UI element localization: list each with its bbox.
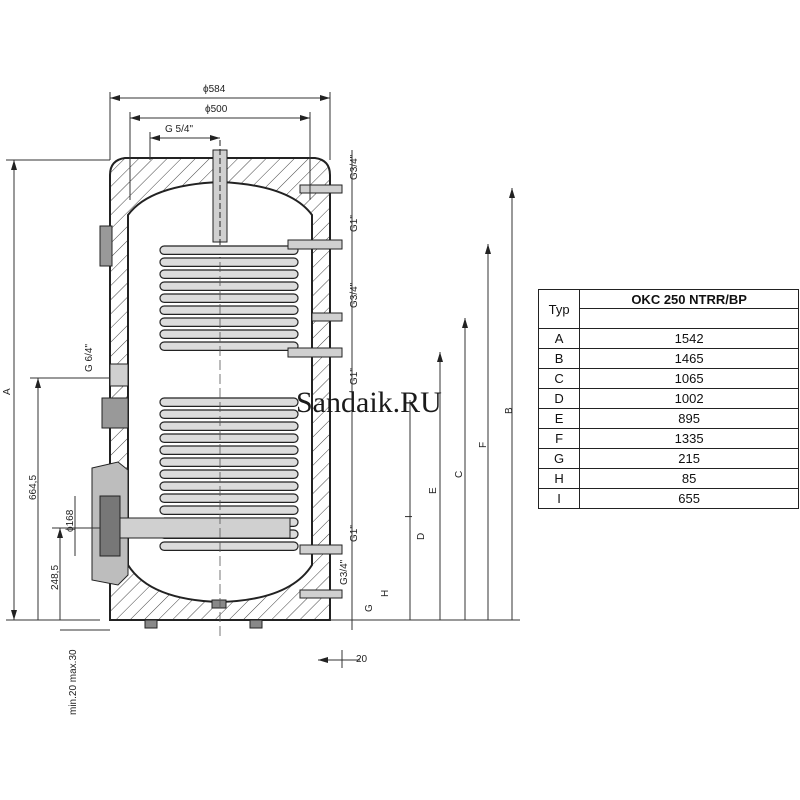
coil-turn [159,541,299,551]
dim-664: 664,5 [28,475,39,500]
dim-248: 248,5 [50,565,61,590]
label-I: I [404,515,415,518]
coil-turn [159,469,299,479]
row-val: 1065 [579,368,799,389]
row-typ: B [537,348,581,369]
label-g34-top: G3/4" [349,154,360,180]
label-g1-low: G1" [349,525,360,542]
row-val: 1465 [579,348,799,369]
coil-turn [159,257,299,267]
coil-turn [159,293,299,303]
row-val: 1542 [579,328,799,349]
row-typ: E [537,408,581,429]
label-g1-mid: G1" [349,368,360,385]
row-val: 655 [579,488,799,509]
top-dimensions: ϕ584 ϕ500 G 5/4" [109,84,331,200]
row-typ: C [537,368,581,389]
row-typ: G [537,448,581,469]
right-connection-labels: G3/4" G1" G3/4" G1" G1" G3/4" H G [339,150,391,630]
row-typ: F [537,428,581,449]
dim-168: ϕ168 [65,509,76,532]
row-typ: A [537,328,581,349]
coil-turn [159,433,299,443]
label-E: E [428,487,439,494]
coil-turn [159,409,299,419]
right-connections [287,184,343,599]
label-g1-top: G1" [349,215,360,232]
coil-turn [159,317,299,327]
dim-20: 20 [356,654,368,665]
watermark: Sandaik.RU [296,386,442,419]
label-F: F [478,442,489,448]
label-H: H [380,590,391,597]
row-typ: H [537,468,581,489]
top-anode [212,140,228,262]
coil-turn [159,341,299,351]
upper-heat-exchanger-coil [159,245,299,351]
col-typ: Typ [537,289,581,329]
label-D: D [416,533,427,540]
label-g34-mid: G3/4" [349,282,360,308]
table-header-row: Typ OKC 250 NTRR/BP [537,289,799,329]
coil-turn [159,269,299,279]
dim-584: ϕ584 [203,84,226,95]
dim-min-max: min.20 max.30 [68,649,79,715]
coil-turn [159,445,299,455]
coil-turn [159,493,299,503]
row-val: 1335 [579,428,799,449]
label-A: A [2,388,13,395]
label-g34-low: G3/4" [339,559,350,585]
label-B: B [504,407,515,414]
label-g64: G 6/4" [84,344,95,372]
row-val: 85 [579,468,799,489]
coil-turn [159,505,299,515]
row-typ: I [537,488,581,509]
coil-turn [159,305,299,315]
col-model: OKC 250 NTRR/BP [579,289,799,309]
label-C: C [454,471,465,478]
coil-turn [159,329,299,339]
coil-turn [159,281,299,291]
left-connections [91,225,291,586]
row-val: 895 [579,408,799,429]
label-G: G [364,604,375,612]
right-dimensions: I E C F B D 20 [318,188,520,668]
left-dimensions: A 664,5 248,5 ϕ168 G 6/4" min.20 max.30 [2,159,110,715]
coil-turn [159,457,299,467]
row-typ: D [537,388,581,409]
dim-g54: G 5/4" [165,124,193,135]
dim-500: ϕ500 [205,104,228,115]
coil-turn [159,421,299,431]
row-val: 1002 [579,388,799,409]
coil-turn [159,481,299,491]
coil-turn [159,245,299,255]
row-val: 215 [579,448,799,469]
coil-turn [159,397,299,407]
